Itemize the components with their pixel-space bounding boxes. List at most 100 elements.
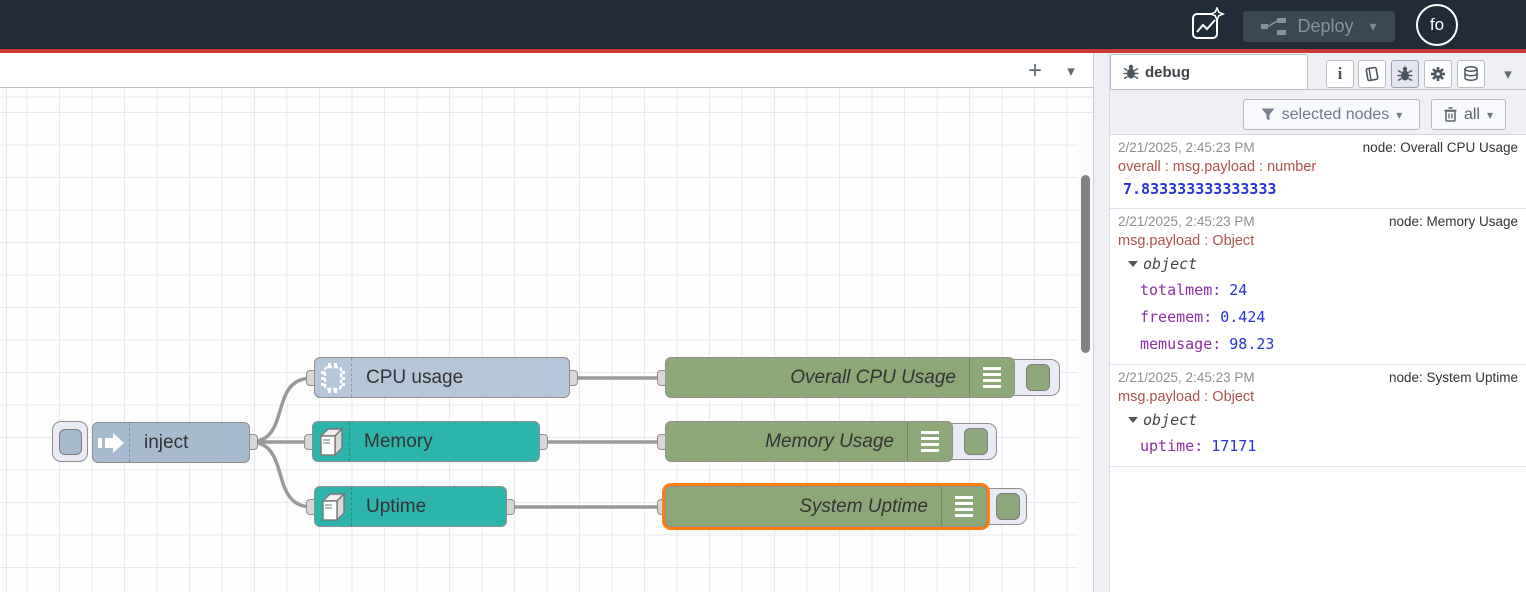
entry-value: 24 — [1229, 281, 1248, 299]
deploy-button[interactable]: Deploy ▾ — [1243, 11, 1395, 42]
node-memory[interactable]: Memory — [312, 421, 540, 462]
filter-selected-nodes-button[interactable]: selected nodes ▾ — [1243, 99, 1420, 130]
debug-message-list[interactable]: 2/21/2025, 2:45:23 PM node: Overall CPU … — [1110, 134, 1526, 592]
object-label: object — [1143, 255, 1198, 273]
entry-value: 98.23 — [1229, 335, 1275, 353]
bug-icon — [1123, 64, 1139, 80]
entry-key: memusage — [1140, 335, 1221, 353]
debug-toggle-inner — [1026, 364, 1050, 391]
config-tab-button[interactable] — [1424, 60, 1452, 88]
user-avatar[interactable]: fo — [1416, 4, 1458, 46]
server-icon — [315, 487, 352, 526]
object-entry: freemem 0.424 — [1118, 304, 1518, 331]
header-bar: Deploy ▾ fo — [0, 0, 1526, 49]
inject-trigger-button[interactable] — [52, 421, 88, 462]
message-timestamp: 2/21/2025, 2:45:23 PM — [1118, 214, 1255, 229]
flow-canvas[interactable]: inject CPU usage — [0, 89, 1093, 592]
debug-console-icon — [941, 487, 986, 526]
sidebar-splitter[interactable] — [1093, 53, 1110, 592]
object-entry: uptime 17171 — [1118, 433, 1518, 460]
entry-key: freemem — [1140, 308, 1212, 326]
object-label: object — [1143, 411, 1198, 429]
context-tab-button[interactable] — [1457, 60, 1485, 88]
tab-debug-label: debug — [1145, 63, 1190, 81]
header-accent-line — [0, 49, 1526, 53]
message-source-node[interactable]: node: Overall CPU Usage — [1362, 140, 1518, 155]
bug-icon — [1397, 66, 1413, 82]
object-entry: memusage 98.23 — [1118, 331, 1518, 358]
help-tab-button[interactable] — [1358, 60, 1386, 88]
message-source-node[interactable]: node: System Uptime — [1388, 370, 1518, 385]
inject-trigger-inner — [59, 429, 82, 455]
node-label: CPU usage — [366, 366, 464, 388]
book-icon — [1365, 66, 1379, 82]
wire-inject-cpu[interactable] — [248, 376, 314, 444]
node-uptime[interactable]: Uptime — [314, 486, 507, 527]
node-label: System Uptime — [799, 495, 928, 517]
add-flow-button[interactable]: + — [1027, 57, 1042, 84]
message-timestamp: 2/21/2025, 2:45:23 PM — [1118, 370, 1255, 385]
node-label: Uptime — [366, 495, 427, 517]
main-menu-button[interactable] — [1475, 14, 1508, 36]
database-icon — [1464, 66, 1478, 81]
flow-assistant-button[interactable] — [1188, 6, 1226, 44]
canvas-scrollbar-track[interactable] — [1078, 125, 1093, 592]
debug-console-icon — [907, 422, 952, 461]
clear-caret-icon: ▾ — [1486, 107, 1494, 122]
canvas-scrollbar-thumb[interactable] — [1081, 175, 1090, 353]
node-debug-system-uptime[interactable]: System Uptime — [665, 486, 987, 527]
funnel-icon — [1261, 108, 1275, 121]
inject-arrow-icon — [93, 423, 130, 462]
avatar-initials: fo — [1429, 15, 1445, 34]
wire-layer — [248, 376, 667, 509]
info-icon: i — [1337, 64, 1343, 83]
clear-label: all — [1463, 105, 1480, 123]
debug-message[interactable]: 2/21/2025, 2:45:23 PM node: Overall CPU … — [1110, 135, 1526, 209]
info-tab-button[interactable]: i — [1326, 60, 1354, 88]
filter-label: selected nodes — [1281, 105, 1390, 123]
debug-toggle-inner — [996, 493, 1020, 520]
deploy-label: Deploy — [1297, 16, 1354, 36]
deploy-caret-icon[interactable]: ▾ — [1369, 18, 1377, 34]
workspace-pane: + ▾ — [0, 53, 1093, 592]
deploy-icon — [1261, 17, 1287, 35]
object-expander[interactable]: object — [1118, 251, 1518, 277]
debug-message[interactable]: 2/21/2025, 2:45:23 PM node: Memory Usage… — [1110, 209, 1526, 365]
flow-list-caret-icon[interactable]: ▾ — [1067, 63, 1075, 80]
node-debug-memory-usage[interactable]: Memory Usage — [665, 421, 953, 462]
node-label: Memory Usage — [765, 430, 894, 452]
chip-icon — [315, 358, 352, 397]
entry-key: uptime — [1140, 437, 1203, 455]
clear-messages-button[interactable]: all ▾ — [1431, 99, 1506, 130]
object-expander[interactable]: object — [1118, 407, 1518, 433]
wire-inject-uptime[interactable] — [248, 440, 314, 509]
message-path: overall : msg.payload : number — [1118, 159, 1317, 175]
entry-key: totalmem — [1140, 281, 1221, 299]
debug-toolbar: selected nodes ▾ all ▾ — [1110, 90, 1526, 134]
collapse-caret-icon — [1128, 261, 1138, 267]
entry-value: 17171 — [1211, 437, 1257, 455]
server-icon — [313, 422, 350, 461]
debug-tab-button[interactable] — [1391, 60, 1419, 88]
node-label: inject — [144, 431, 189, 453]
node-debug-overall-cpu[interactable]: Overall CPU Usage — [665, 357, 1015, 398]
debug-sidebar: debug i — [1110, 53, 1526, 592]
message-path: msg.payload : Object — [1118, 233, 1255, 249]
gear-icon — [1431, 67, 1445, 81]
filter-caret-icon: ▾ — [1396, 107, 1403, 122]
flow-assistant-icon — [1192, 7, 1225, 39]
tab-debug[interactable]: debug — [1110, 54, 1308, 90]
entry-value: 0.424 — [1220, 308, 1266, 326]
message-source-node[interactable]: node: Memory Usage — [1388, 214, 1518, 229]
workspace-tabbar: + ▾ — [0, 53, 1093, 88]
trash-icon — [1444, 107, 1457, 122]
node-cpu-usage[interactable]: CPU usage — [314, 357, 570, 398]
message-value: 7.833333333333333 — [1123, 180, 1277, 198]
node-inject[interactable]: inject — [92, 422, 250, 463]
debug-message[interactable]: 2/21/2025, 2:45:23 PM node: System Uptim… — [1110, 365, 1526, 467]
debug-toggle-inner — [964, 428, 988, 455]
node-label: Memory — [364, 430, 433, 452]
sidebar-menu-caret-icon[interactable]: ▾ — [1504, 66, 1512, 83]
node-label: Overall CPU Usage — [790, 366, 956, 388]
